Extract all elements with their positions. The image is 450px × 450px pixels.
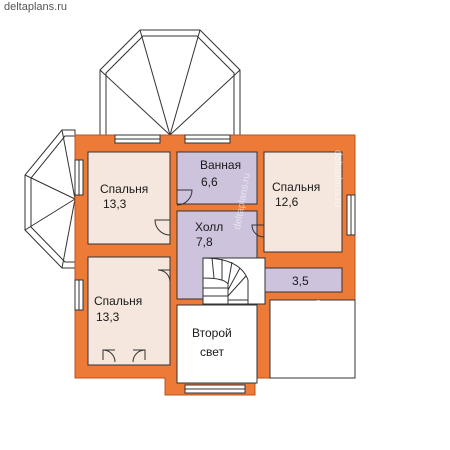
room-label: Второй xyxy=(192,326,232,340)
room-label: Спальня xyxy=(272,180,320,194)
room-area: свет xyxy=(200,345,225,359)
room-area: 13,3 xyxy=(96,310,120,324)
room-bathroom xyxy=(176,151,258,205)
room-bedroom-top-left xyxy=(87,151,171,245)
bay-roof-top xyxy=(99,29,241,136)
room-label: Спальня xyxy=(94,294,142,308)
room-label: Ванная xyxy=(200,158,241,172)
site-url: deltaplans.ru xyxy=(4,1,67,13)
watermark-text: deltaplans.ru xyxy=(332,150,343,207)
windows xyxy=(74,134,356,394)
bay-roof-left xyxy=(24,129,76,269)
room-area: 6,6 xyxy=(201,175,218,189)
terrace-bottom-right xyxy=(269,299,356,379)
room-area: 12,6 xyxy=(275,195,299,209)
doors xyxy=(102,189,265,363)
staircase xyxy=(202,257,266,305)
room-label: Спальня xyxy=(100,182,148,196)
room-bedroom-bottom-left xyxy=(87,256,171,366)
room-bedroom-right xyxy=(263,151,343,253)
room-label: Холл xyxy=(195,220,223,234)
room-closet xyxy=(263,267,343,293)
room-second-light xyxy=(176,304,258,384)
room-area: 13,3 xyxy=(103,197,127,211)
room-area: 7,8 xyxy=(196,235,213,249)
room-area: 3,5 xyxy=(292,274,309,288)
